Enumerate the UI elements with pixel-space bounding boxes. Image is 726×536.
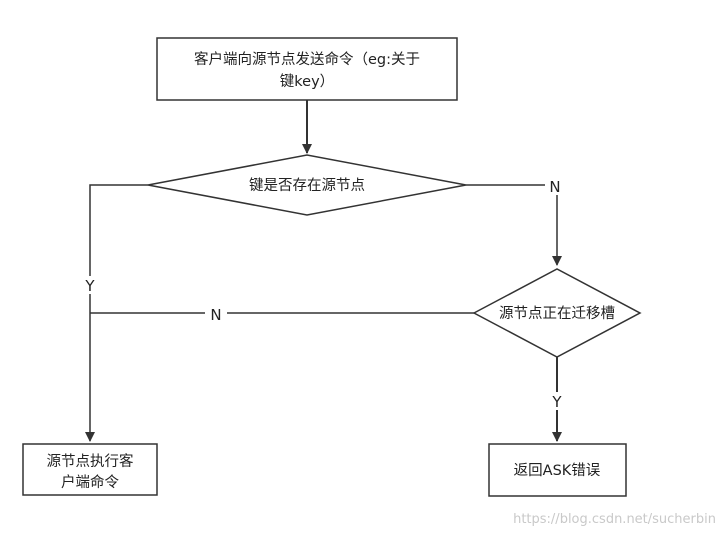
edge-label-bg [545,177,567,195]
key-exists-decision: 键是否存在源节点 [147,154,467,216]
edge-label-bg [547,392,567,410]
execute-command-line1: 源节点执行客 [47,453,134,470]
edge-label-bg [80,276,100,294]
edge-label-bg [205,305,227,323]
ask-error-label: 返回ASK错误 [514,462,601,479]
watermark: https://blog.csdn.net/sucherbin [513,512,716,527]
edge-label-key-no: N [549,178,560,196]
edge-label-migrate-no: N [210,306,221,324]
start-node-line2: 键key） [280,73,334,90]
execute-command-node: 源节点执行客 户端命令 [22,443,158,496]
migrating-slot-decision: 源节点正在迁移槽 [472,268,642,358]
execute-command-line2: 户端命令 [61,473,119,491]
key-exists-decision-label: 键是否存在源节点 [249,177,365,194]
start-node: 客户端向源节点发送命令（eg:关于 键key） [156,37,458,101]
edge-key-no-to-migrate-decision [466,184,562,266]
edge-key-yes-to-execute [85,184,148,442]
migrating-slot-decision-label: 源节点正在迁移槽 [499,305,615,322]
start-node-line1: 客户端向源节点发送命令（eg:关于 [194,50,420,68]
ask-error-node: 返回ASK错误 [488,443,627,497]
edge-label-key-yes: Y [84,277,95,295]
edge-label-migrate-yes: Y [551,393,562,411]
